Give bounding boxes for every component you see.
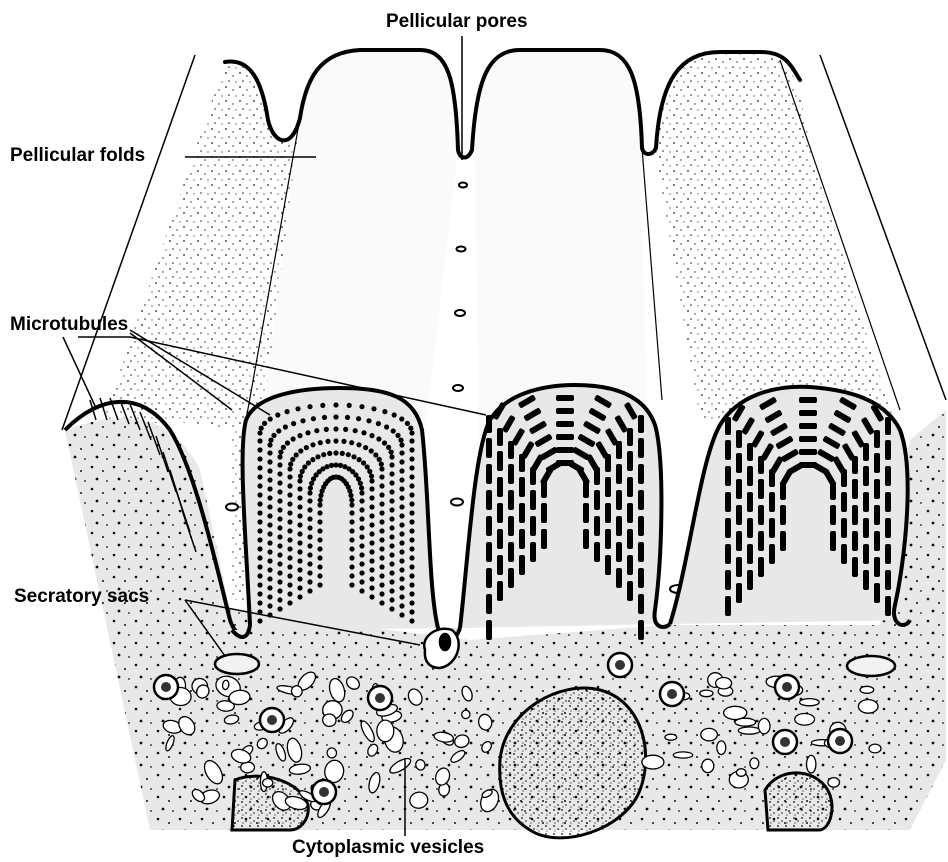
label-secretory-sacs: Secratory sacs <box>14 587 149 606</box>
label-pellicular-pores: Pellicular pores <box>386 12 528 31</box>
label-pellicular-folds: Pellicular folds <box>10 146 145 165</box>
label-cytoplasmic-vesicles: Cytoplasmic vesicles <box>292 838 484 857</box>
fold-cross-section-1 <box>232 388 460 642</box>
fold-cross-section-3 <box>670 387 910 625</box>
label-microtubules: Microtubules <box>10 315 128 334</box>
fold-cross-section-2 <box>460 385 670 640</box>
